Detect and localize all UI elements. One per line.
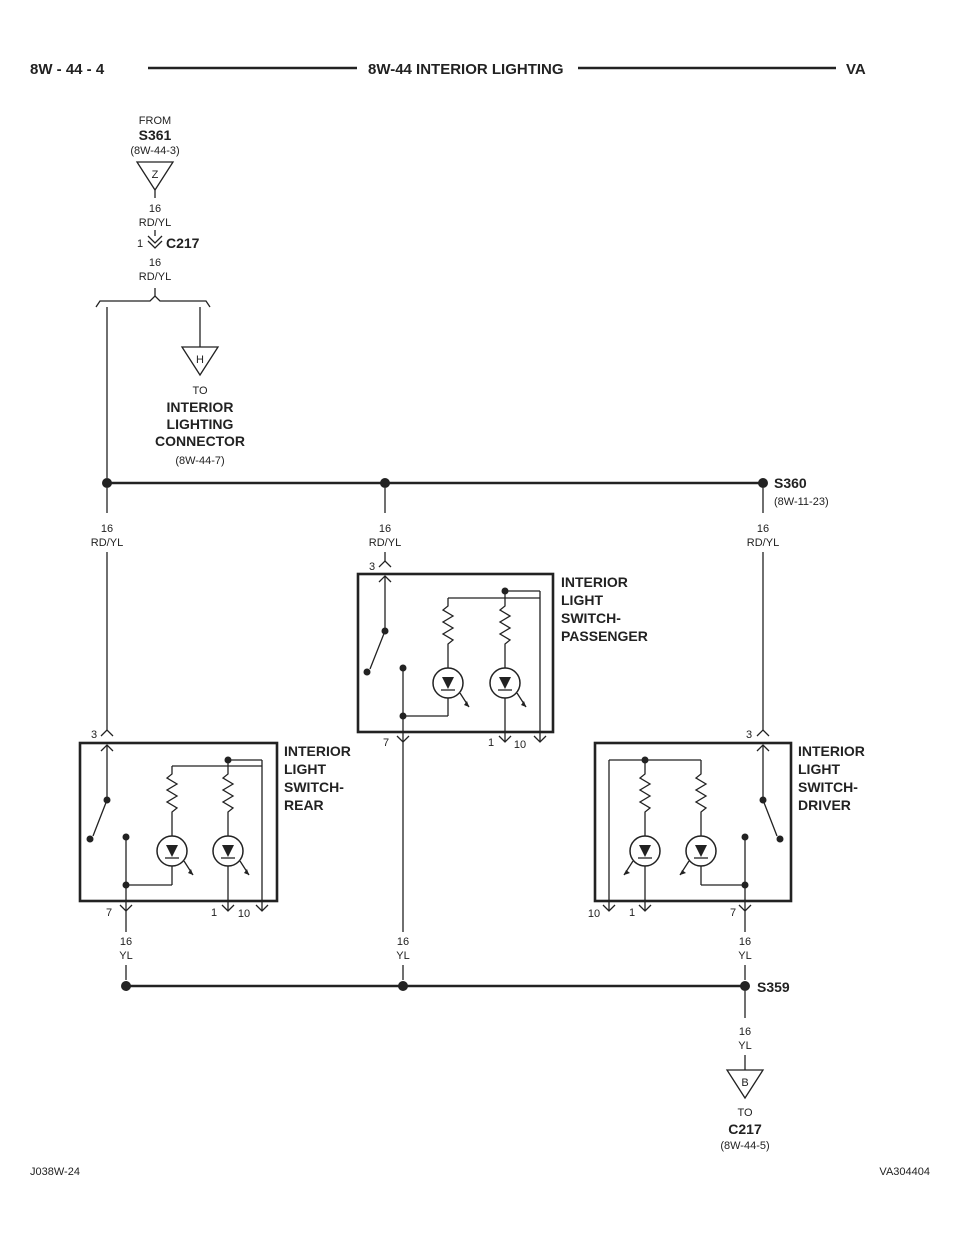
wire-color-top-1: RD/YL bbox=[139, 217, 171, 229]
pass-pin-3: 3 bbox=[369, 561, 375, 573]
pass-label-line2: LIGHT bbox=[561, 592, 603, 608]
splice-s360-label: S360 bbox=[774, 475, 807, 491]
interior-light-switch-passenger: 3 7 1 10 INTERIOR LIGHT bbox=[356, 560, 648, 751]
wire-gauge-pass-out: 16 bbox=[397, 936, 409, 948]
rear-pin-1: 1 bbox=[211, 907, 217, 919]
pass-label-line4: PASSENGER bbox=[561, 628, 648, 644]
splice-s359: S359 bbox=[121, 979, 790, 1018]
wire-gauge-rear-in: 16 bbox=[101, 523, 113, 535]
rear-label-line1: INTERIOR bbox=[284, 743, 351, 759]
triangle-b-icon bbox=[725, 1069, 765, 1100]
wire-color-pass-out: YL bbox=[396, 950, 409, 962]
s360-ref: (8W-11-23) bbox=[774, 496, 829, 508]
rear-label-line2: LIGHT bbox=[284, 761, 326, 777]
interior-light-switch-rear: 3 7 1 10 INTERIOR LIGHT bbox=[78, 729, 351, 920]
dest-connector-c217: C217 bbox=[728, 1121, 762, 1137]
top-source-block: FROM S361 (8W-44-3) Z 16 RD/YL 1 C217 16… bbox=[95, 115, 211, 478]
rear-label-line4: REAR bbox=[284, 797, 324, 813]
triangle-h-letter: H bbox=[196, 354, 204, 366]
wire-color-rear-out: YL bbox=[119, 950, 132, 962]
triangle-h-icon bbox=[180, 346, 220, 377]
pass-pin-3-connector-icon bbox=[378, 560, 392, 568]
connector-c217-icon bbox=[147, 235, 163, 249]
wire-labels-top: 16 RD/YL 16 RD/YL 16 RD/YL bbox=[91, 523, 779, 549]
pass-label-line1: INTERIOR bbox=[561, 574, 628, 590]
page-header: 8W - 44 - 4 8W-44 INTERIOR LIGHTING VA bbox=[30, 61, 866, 78]
driver-label-line3: SWITCH- bbox=[798, 779, 858, 795]
wire-gauge-top-1: 16 bbox=[149, 203, 161, 215]
splice-s359-label: S359 bbox=[757, 979, 790, 995]
interior-connector-ref: H TO INTERIOR LIGHTING CONNECTOR (8W-44-… bbox=[155, 346, 245, 467]
driver-label-line1: INTERIOR bbox=[798, 743, 865, 759]
page-footer: J038W-24 VA304404 bbox=[30, 1166, 930, 1178]
driver-pin-3: 3 bbox=[746, 729, 752, 741]
wire-color-to-c217: YL bbox=[738, 1040, 751, 1052]
driver-label-line2: LIGHT bbox=[798, 761, 840, 777]
model-code: VA bbox=[846, 61, 866, 78]
page-number: 8W - 44 - 4 bbox=[30, 61, 105, 78]
rear-label-line3: SWITCH- bbox=[284, 779, 344, 795]
page-title: 8W-44 INTERIOR LIGHTING bbox=[368, 61, 564, 78]
rear-pin-7: 7 bbox=[106, 907, 112, 919]
driver-switch-box bbox=[593, 741, 793, 903]
wire-color-rear-in: RD/YL bbox=[91, 537, 123, 549]
footer-right-code: VA304404 bbox=[879, 1166, 930, 1178]
driver-pin-10: 10 bbox=[588, 908, 600, 920]
wire-color-driver-in: RD/YL bbox=[747, 537, 779, 549]
wire-color-pass-in: RD/YL bbox=[369, 537, 401, 549]
pass-pin-7: 7 bbox=[383, 737, 389, 749]
connector-name-line2: LIGHTING bbox=[167, 416, 234, 432]
to-label-b: TO bbox=[737, 1107, 753, 1119]
pass-label-line3: SWITCH- bbox=[561, 610, 621, 626]
driver-pin-1: 1 bbox=[629, 907, 635, 919]
triangle-z-icon bbox=[135, 161, 175, 192]
wire-gauge-to-c217: 16 bbox=[739, 1026, 751, 1038]
triangle-b-letter: B bbox=[741, 1077, 748, 1089]
dest-ref: (8W-44-5) bbox=[720, 1140, 769, 1152]
pass-pin-10: 10 bbox=[514, 739, 526, 751]
rear-pin-10: 10 bbox=[238, 908, 250, 920]
rear-pin-3: 3 bbox=[91, 729, 97, 741]
triangle-z-letter: Z bbox=[152, 169, 159, 181]
connector-c217-label: C217 bbox=[166, 235, 200, 251]
to-label-h: TO bbox=[192, 385, 208, 397]
driver-label-line4: DRIVER bbox=[798, 797, 851, 813]
wire-labels-bottom: 16 YL 16 YL 16 YL bbox=[119, 911, 752, 980]
pass-switch-box bbox=[356, 572, 555, 734]
connector-ref: (8W-44-7) bbox=[175, 455, 224, 467]
s361-ref: (8W-44-3) bbox=[130, 145, 179, 157]
pass-pin-1: 1 bbox=[488, 737, 494, 749]
bottom-destination: 16 YL B TO C217 (8W-44-5) bbox=[720, 1026, 769, 1152]
footer-left-code: J038W-24 bbox=[30, 1166, 80, 1178]
wire-gauge-top-2: 16 bbox=[149, 257, 161, 269]
wire-gauge-driver-out: 16 bbox=[739, 936, 751, 948]
connector-name-line1: INTERIOR bbox=[167, 399, 234, 415]
interior-light-switch-driver: 3 10 1 7 INTERIOR LIGHT bbox=[588, 729, 865, 920]
from-label: FROM bbox=[139, 115, 171, 127]
wire-gauge-driver-in: 16 bbox=[757, 523, 769, 535]
driver-pin-7: 7 bbox=[730, 907, 736, 919]
wire-gauge-pass-in: 16 bbox=[379, 523, 391, 535]
wire-color-driver-out: YL bbox=[738, 950, 751, 962]
rear-switch-box bbox=[78, 741, 279, 903]
wire-split-bracket bbox=[95, 295, 211, 308]
splice-s360: S360 (8W-11-23) bbox=[102, 475, 829, 513]
c217-pin-label: 1 bbox=[137, 238, 143, 250]
splice-s361-label: S361 bbox=[139, 127, 172, 143]
wire-color-top-2: RD/YL bbox=[139, 271, 171, 283]
connector-name-line3: CONNECTOR bbox=[155, 433, 245, 449]
wire-gauge-rear-out: 16 bbox=[120, 936, 132, 948]
